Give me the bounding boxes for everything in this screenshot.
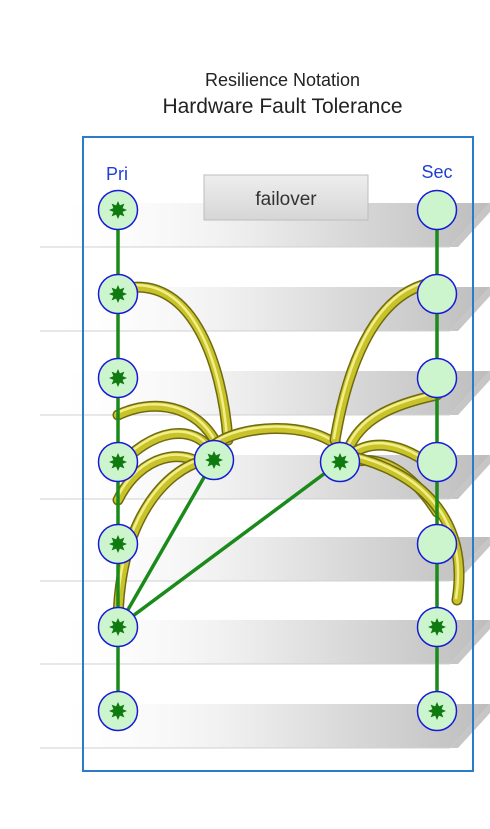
middle-node-2-star-icon [331, 453, 349, 471]
primary-node-1 [97, 189, 139, 231]
primary-label: Pri [106, 164, 128, 184]
primary-node-5-star-icon [109, 535, 127, 553]
diagram-supertitle: Resilience Notation [204, 70, 361, 90]
shelf-edge-3 [450, 371, 490, 415]
primary-node-7-star-icon [109, 702, 127, 720]
secondary-node-4 [416, 441, 458, 483]
tube-7 [331, 278, 441, 444]
secondary-node-7-star-icon [428, 702, 446, 720]
secondary-node-4-circle [416, 441, 458, 483]
shelf-layers [40, 203, 490, 749]
primary-node-1-star-icon [109, 201, 127, 219]
secondary-label: Sec [421, 162, 452, 182]
shelf-edge-4 [450, 455, 490, 499]
tube-5 [114, 456, 209, 624]
secondary-node-2 [416, 273, 458, 315]
secondary-node-5 [416, 523, 458, 565]
middle-node-1 [193, 439, 235, 481]
primary-node-4 [97, 441, 139, 483]
frame-border [82, 136, 474, 772]
primary-node-2 [97, 273, 139, 315]
link-primary-to-middle-left [116, 459, 216, 628]
tube-8 [344, 391, 441, 454]
tube-highlight-2 [115, 403, 221, 452]
link-primary-to-middle-right [116, 460, 342, 629]
primary-node-2-star-icon [109, 285, 127, 303]
secondary-node-7 [416, 690, 458, 732]
failover-box [203, 174, 369, 221]
primary-node-7 [97, 690, 139, 732]
secondary-node-1 [416, 189, 458, 231]
diagram-title: Hardware Fault Tolerance [162, 95, 403, 118]
tube-highlight-11 [342, 451, 460, 600]
middle-node-2 [319, 441, 361, 483]
tube-highlight-6 [211, 425, 341, 448]
primary-node-6-star-icon [109, 618, 127, 636]
middle-node-1-star-icon [205, 451, 223, 469]
failover-label: failover [255, 189, 317, 210]
nodes [97, 189, 458, 732]
primary-node-6 [97, 606, 139, 648]
shelf-1 [40, 203, 490, 247]
primary-node-3-star-icon [109, 369, 127, 387]
tube-highlight-8 [345, 391, 438, 450]
secondary-node-2-circle [416, 273, 458, 315]
secondary-node-1-circle [416, 189, 458, 231]
primary-node-4-star-icon [109, 453, 127, 471]
tube-highlight-7 [332, 278, 438, 440]
shelf-edge-1 [450, 203, 490, 247]
secondary-node-6-star-icon [428, 618, 446, 636]
tube-6 [210, 424, 344, 452]
shelf-edge-2 [450, 287, 490, 331]
shelf-edge-7 [450, 704, 490, 748]
shelf-edge-6 [450, 620, 490, 664]
secondary-node-5-circle [416, 523, 458, 565]
primary-node-3 [97, 357, 139, 399]
shelf-7 [40, 704, 490, 748]
secondary-node-3-circle [416, 357, 458, 399]
shelf-6 [40, 620, 490, 664]
primary-node-5 [97, 523, 139, 565]
secondary-node-6 [416, 606, 458, 648]
secondary-node-3 [416, 357, 458, 399]
tube-highlight-1 [115, 284, 229, 440]
